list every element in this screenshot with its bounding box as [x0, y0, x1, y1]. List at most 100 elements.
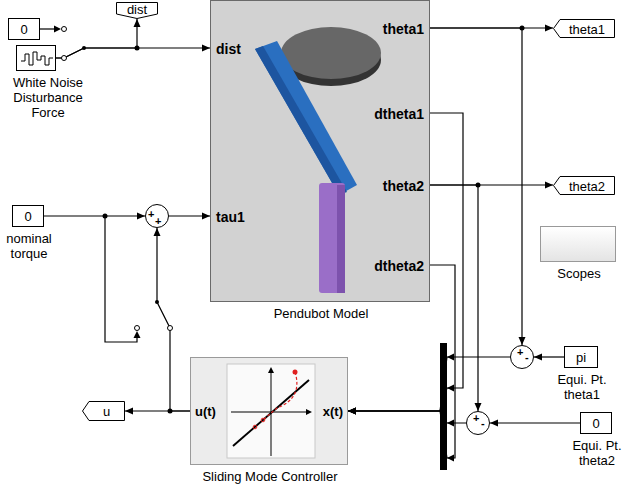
scope-block: Scopes	[540, 226, 616, 262]
sign-label: +	[473, 413, 479, 423]
constant-block: 0	[8, 18, 40, 40]
tag-name: u	[103, 404, 110, 419]
switch-contact	[135, 326, 140, 331]
port-label: dtheta2	[374, 258, 424, 274]
arrowhead	[54, 26, 61, 33]
state-trajectory	[253, 425, 257, 429]
sum-block: +-	[466, 411, 490, 435]
plot-axis	[268, 367, 274, 373]
block-label: Scopes	[539, 266, 619, 281]
constant-value: 0	[592, 416, 599, 431]
block-outline	[211, 1, 431, 303]
port-label: tau1	[216, 209, 245, 225]
sliding-surface	[233, 380, 309, 446]
tag-outline	[554, 20, 615, 38]
constant-block: 0nominal torque	[12, 205, 44, 227]
pendulum-link	[255, 46, 347, 195]
noise-signal-icon	[21, 52, 53, 65]
switch-pivot	[155, 300, 159, 304]
block-label: Equi. Pt. theta1	[550, 372, 614, 402]
arrowhead	[447, 420, 454, 427]
junction-dot	[520, 26, 525, 31]
arrowhead	[447, 455, 454, 462]
sum-circle	[146, 205, 169, 228]
port-label: x(t)	[323, 404, 343, 420]
signal-wire	[40, 28, 56, 29]
block-label: Sliding Mode Controller	[181, 469, 359, 484]
constant-value: pi	[576, 350, 586, 365]
port-label: dtheta1	[374, 106, 424, 122]
switch-contact	[168, 326, 173, 331]
state-trajectory	[293, 370, 298, 375]
signal-line	[56, 48, 210, 58]
sign-label: -	[481, 418, 485, 428]
switch-contact	[62, 27, 67, 32]
plot-axis	[306, 409, 312, 415]
port-label: dist	[216, 41, 241, 57]
junction-dot	[168, 409, 173, 414]
sign-label: +	[148, 209, 154, 219]
block-label: White Noise Disturbance Force	[3, 75, 93, 120]
junction-dot	[476, 183, 481, 188]
mux-bar	[440, 343, 447, 470]
sign-label: -	[525, 352, 529, 362]
block-label: Equi. Pt. theta2	[565, 438, 629, 468]
tag-name: theta2	[569, 178, 605, 193]
state-trajectory	[263, 372, 297, 420]
noise-source-block: White Noise Disturbance Force	[16, 45, 56, 71]
sum-block: +-	[510, 345, 534, 369]
tag-outline	[554, 177, 615, 195]
switch-pivot	[82, 46, 86, 50]
plot-axis	[231, 412, 309, 413]
controller-block: Sliding Mode Controlleru(t)x(t)	[190, 357, 348, 465]
tag-name: theta1	[569, 21, 605, 36]
plant-model-block: Pendubot Modeldisttau1theta1dtheta1theta…	[210, 0, 430, 302]
switch-contact	[62, 56, 67, 61]
signal-line	[56, 19, 137, 58]
constant-value: 0	[20, 22, 27, 37]
pendulum-disc	[281, 27, 381, 79]
arrowhead	[134, 331, 141, 338]
mux-block	[440, 343, 454, 470]
sign-label: +	[517, 347, 523, 357]
arrowhead	[447, 385, 454, 392]
block-outline	[17, 46, 57, 72]
sign-label: +	[155, 216, 161, 226]
signal-wire	[105, 216, 137, 342]
block-label: nominal torque	[1, 231, 57, 261]
tag-name: dist	[127, 1, 147, 16]
junction-dot	[103, 214, 108, 219]
constant-value: 0	[24, 209, 31, 224]
signal-line	[348, 411, 466, 423]
pendulum-link	[255, 41, 357, 195]
pendulum-link	[319, 183, 345, 293]
junction-dot	[135, 46, 140, 51]
signal-line	[169, 215, 210, 216]
tag-outline	[83, 402, 125, 421]
sum-circle	[467, 412, 490, 435]
constant-block: 0Equi. Pt. theta2	[580, 412, 612, 434]
sum-circle	[511, 346, 534, 369]
pendulum-link	[337, 185, 345, 293]
constant-block: piEqui. Pt. theta1	[564, 346, 598, 368]
signal-line	[490, 422, 580, 423]
plot-panel	[227, 364, 315, 458]
signal-line	[430, 28, 522, 345]
signal-line	[534, 356, 564, 357]
port-label: theta1	[383, 21, 424, 37]
signal-line	[430, 185, 478, 411]
arrowhead	[447, 354, 454, 361]
manual-switch	[105, 216, 173, 342]
goto-tag: theta1	[553, 19, 615, 38]
signal-line	[157, 228, 190, 411]
goto-tag: dist	[116, 2, 158, 19]
port-label: u(t)	[195, 404, 216, 420]
port-label: theta2	[383, 178, 424, 194]
goto-tag: u	[82, 401, 125, 421]
signal-line	[348, 357, 510, 411]
goto-tag: theta2	[553, 176, 615, 195]
state-trajectory	[261, 418, 265, 422]
signal-line	[44, 215, 145, 216]
sum-block: ++	[145, 204, 169, 228]
